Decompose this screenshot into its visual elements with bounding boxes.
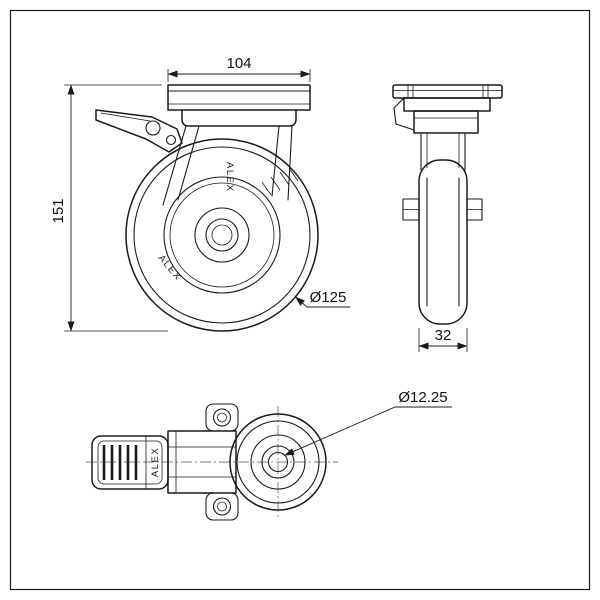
drawing-border	[9, 9, 591, 591]
front-view: ALEX ALEX 104 151 Ø125	[50, 55, 350, 332]
dim-overall-height-label: 151	[50, 198, 67, 223]
wheel-brand-vertical-text: ALEX	[224, 162, 235, 192]
tread-marks	[261, 167, 299, 196]
swivel-housing	[181, 109, 297, 127]
wheel-side	[418, 159, 468, 325]
swivel-head-top	[229, 413, 327, 511]
bolt-tab-upper	[205, 403, 239, 432]
dimension-wheel-diameter: Ø125	[295, 289, 350, 308]
wheel-brand-diagonal-text: ALEX	[156, 253, 184, 283]
side-view: 32	[392, 84, 503, 352]
side-plate	[392, 84, 503, 99]
dimension-bolt-hole: Ø12.25	[284, 389, 452, 456]
fork-legs	[162, 125, 293, 206]
dim-plate-width-label: 104	[226, 55, 251, 72]
axle-bolts	[402, 198, 483, 221]
pedal-brand-text: ALEX	[150, 447, 161, 477]
bolt-tab-lower	[205, 492, 239, 521]
wheel-front	[125, 138, 319, 332]
brake-lever	[95, 109, 183, 153]
side-fork-legs	[420, 132, 466, 171]
dimension-plate-width: 104	[167, 55, 311, 82]
brake-housing-top	[167, 430, 237, 494]
top-plate	[167, 84, 311, 111]
top-view: ALEX Ø12.25	[86, 389, 452, 521]
dim-wheel-diameter-label: Ø125	[310, 289, 347, 306]
dim-bolt-hole-label: Ø12.25	[398, 389, 447, 406]
dimension-overall-height: 151	[50, 84, 168, 332]
dim-wheel-width-label: 32	[435, 327, 452, 344]
dimension-wheel-width: 32	[418, 327, 468, 352]
side-swivel-housing	[393, 97, 491, 134]
